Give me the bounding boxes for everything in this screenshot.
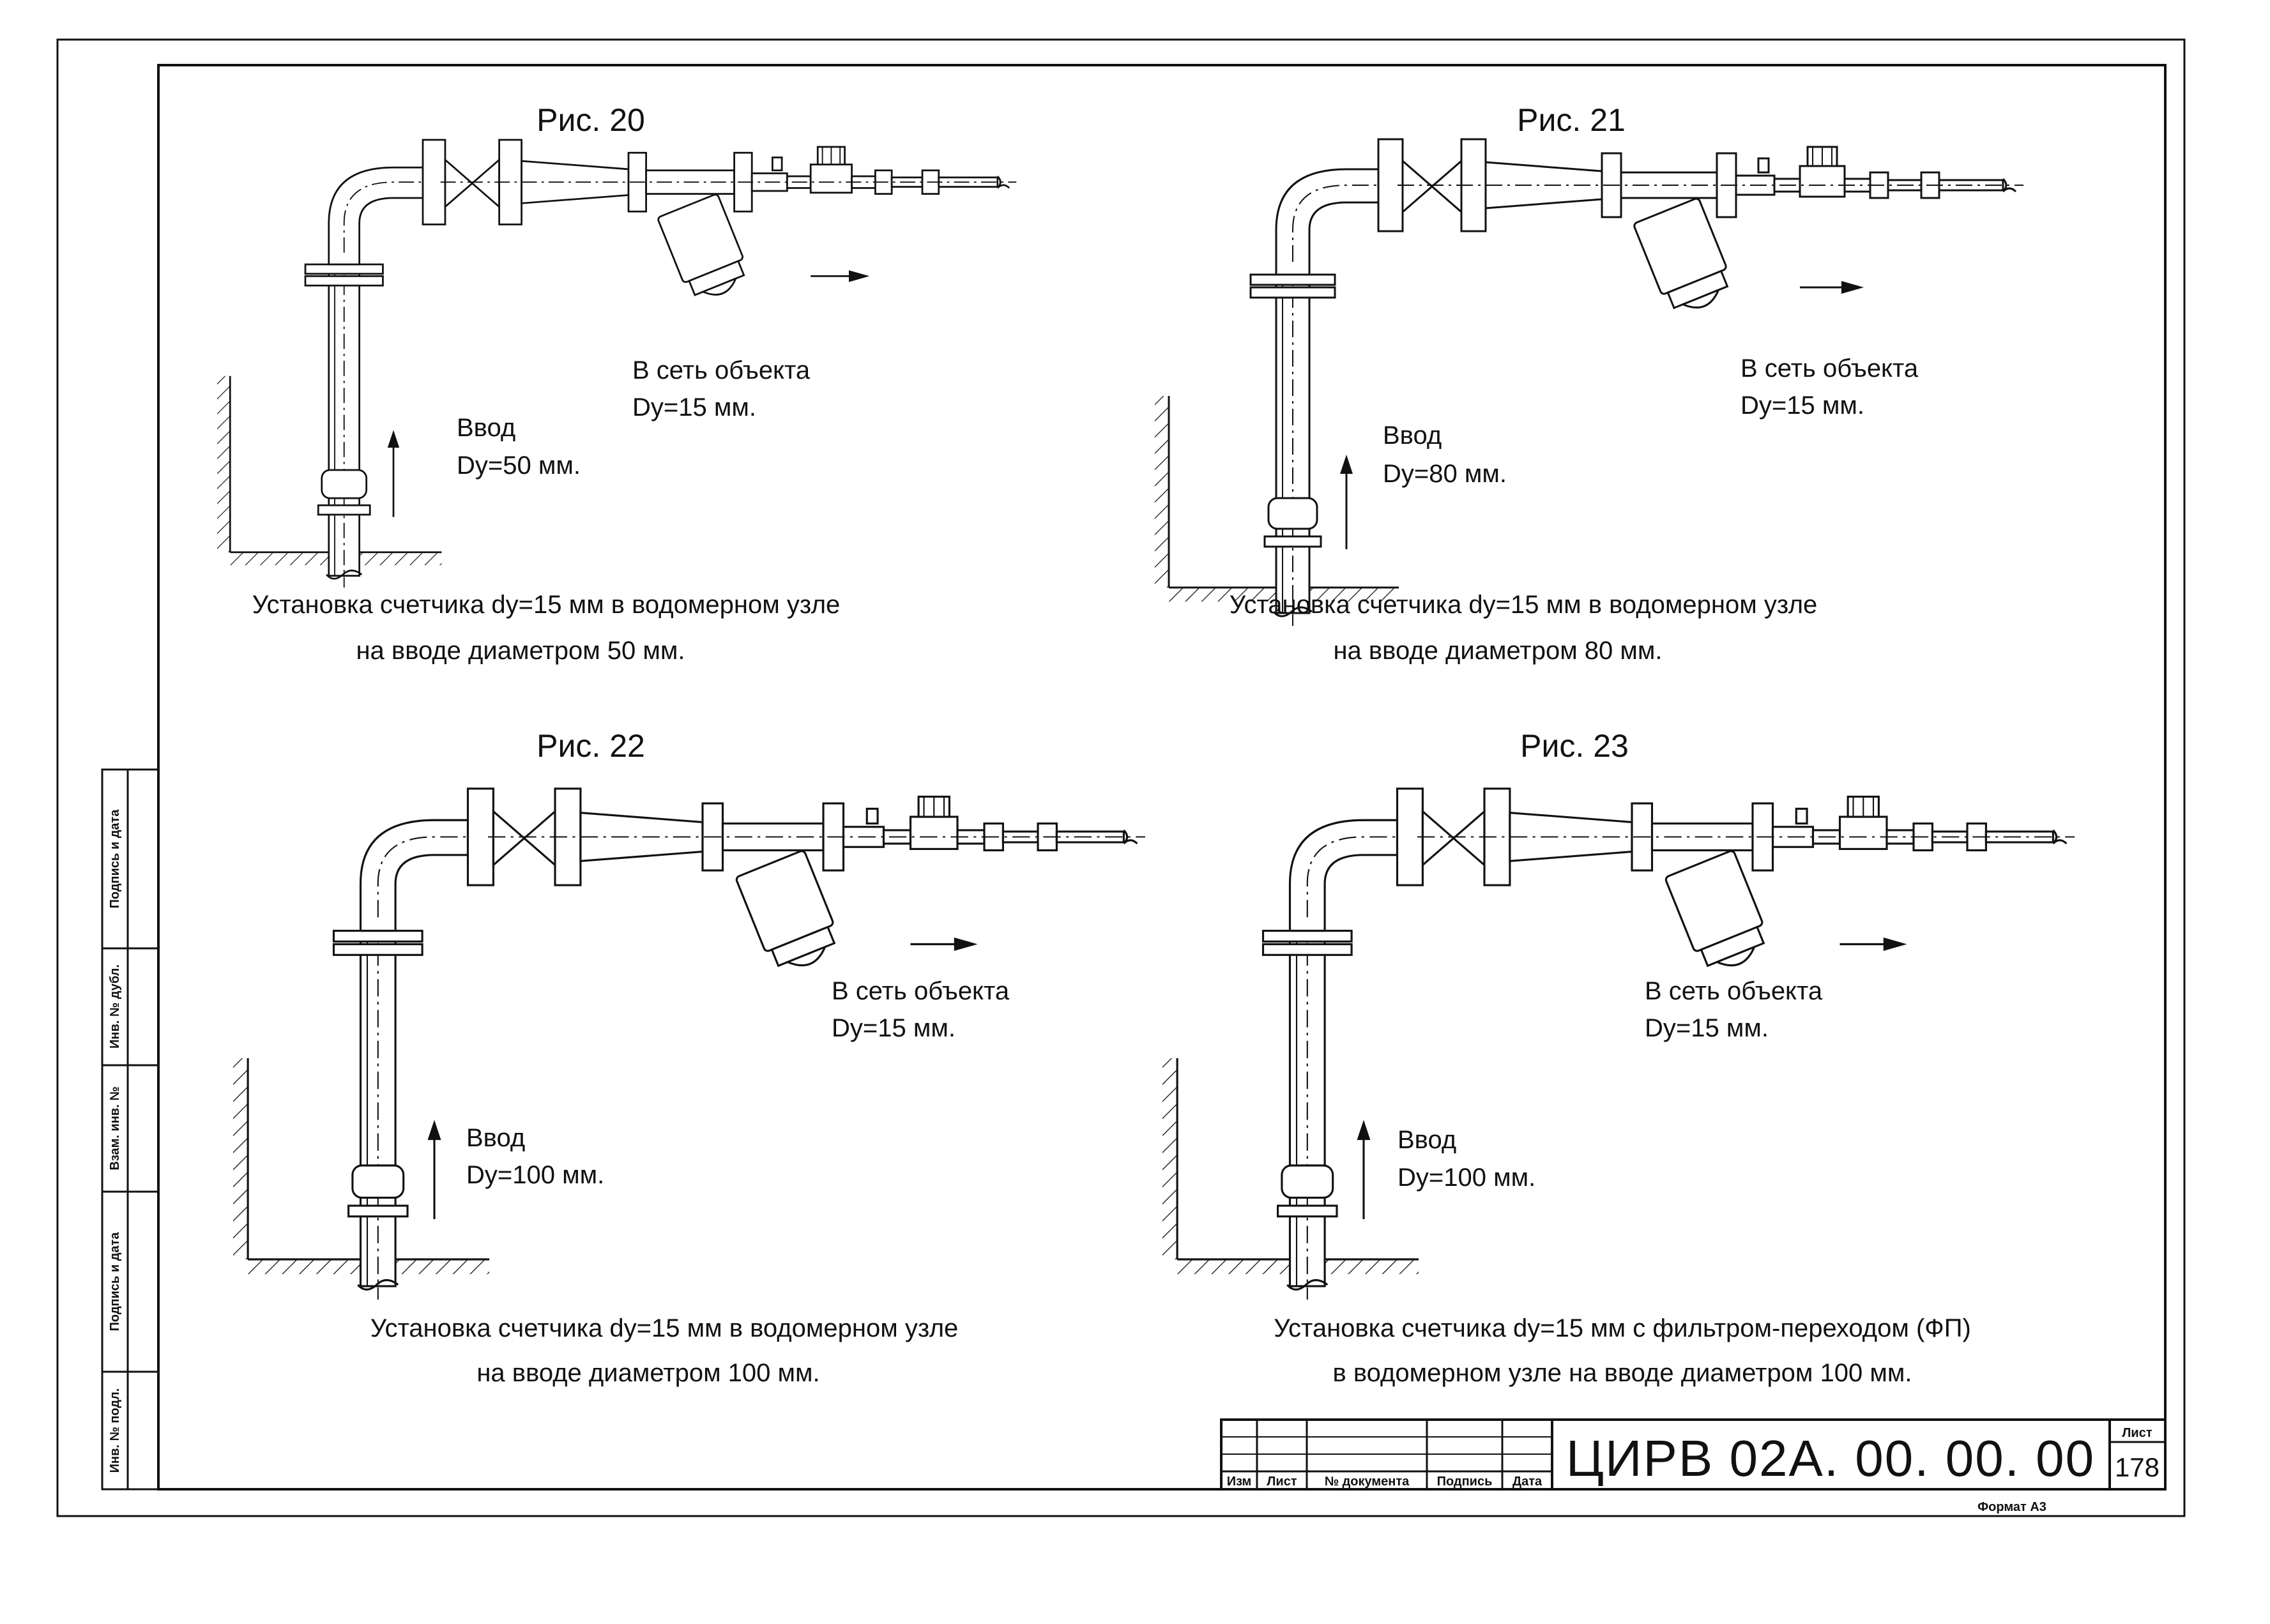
col-change: Изм bbox=[1227, 1475, 1252, 1489]
outlet-label: В сеть объекта bbox=[1741, 354, 1919, 383]
sheet-number: 178 bbox=[2115, 1452, 2160, 1482]
caption-line-2: в водомерном узле на вводе диаметром 100… bbox=[1333, 1359, 1912, 1387]
outlet-diameter: Dy=15 мм. bbox=[632, 393, 756, 421]
figure-23: Рис. 23 Ввод Dy=100 мм. В сеть объекта D… bbox=[1161, 728, 2076, 1387]
outlet-label: В сеть объекта bbox=[632, 356, 811, 384]
inlet-diameter: Dy=80 мм. bbox=[1383, 460, 1507, 488]
caption-line-2: на вводе диаметром 50 мм. bbox=[356, 637, 685, 665]
col-signature: Подпись bbox=[1437, 1475, 1493, 1489]
stamp-dup-inventory: Инв. № дубл. bbox=[108, 964, 122, 1049]
caption-line-1: Установка счетчика dy=15 мм в водомерном… bbox=[252, 591, 841, 619]
caption-line-2: на вводе диаметром 100 мм. bbox=[476, 1359, 819, 1387]
meter-assembly-drawing bbox=[216, 139, 1017, 589]
col-document-no: № документа bbox=[1325, 1475, 1410, 1489]
inner-frame bbox=[157, 64, 2167, 1491]
outlet-diameter: Dy=15 мм. bbox=[1741, 391, 1864, 420]
title-block: Изм Лист № документа Подпись Дата ЦИРВ 0… bbox=[1220, 1418, 2167, 1514]
format-label: Формат А3 bbox=[1977, 1500, 2046, 1514]
outlet-label: В сеть объекта bbox=[832, 977, 1010, 1005]
col-date: Дата bbox=[1512, 1475, 1543, 1489]
stamp-signature-date-1: Подпись и дата bbox=[108, 809, 122, 909]
figure-22: Рис. 22 Ввод Dy=100 мм. В сеть объекта D… bbox=[232, 728, 1146, 1387]
caption-line-1: Установка счетчика dy=15 мм с фильтром-п… bbox=[1274, 1314, 1971, 1342]
outlet-label: В сеть объекта bbox=[1645, 977, 1823, 1005]
document-code: ЦИРВ 02А. 00. 00. 00 bbox=[1566, 1430, 2095, 1487]
stamp-signature-date-2: Подпись и дата bbox=[108, 1232, 122, 1332]
figure-title: Рис. 21 bbox=[1517, 102, 1626, 138]
caption-line-1: Установка счетчика dy=15 мм в водомерном… bbox=[1230, 591, 1818, 619]
figure-title: Рис. 23 bbox=[1520, 728, 1629, 764]
figure-title: Рис. 22 bbox=[537, 728, 645, 764]
inlet-diameter: Dy=100 мм. bbox=[1398, 1164, 1535, 1192]
figure-20: Рис. 20 Ввод Dy=50 мм. В сеть объекта Dy… bbox=[216, 102, 1017, 665]
inlet-diameter: Dy=50 мм. bbox=[457, 452, 581, 480]
meter-assembly-drawing bbox=[232, 787, 1146, 1301]
caption-line-2: на вводе диаметром 80 мм. bbox=[1333, 637, 1662, 665]
outlet-diameter: Dy=15 мм. bbox=[832, 1014, 956, 1042]
inlet-label: Ввод bbox=[1398, 1126, 1456, 1154]
inlet-label: Ввод bbox=[457, 414, 515, 442]
stamp-replace-inventory: Взам. инв. № bbox=[108, 1086, 122, 1170]
side-stamp: Подпись и дата Инв. № дубл. Взам. инв. №… bbox=[101, 768, 160, 1491]
col-sheet: Лист bbox=[1267, 1475, 1297, 1489]
inlet-label: Ввод bbox=[466, 1124, 525, 1152]
meter-assembly-drawing bbox=[1161, 787, 2076, 1301]
meter-assembly-drawing bbox=[1154, 138, 2025, 627]
figure-21: Рис. 21 Ввод Dy=80 мм. В сеть объекта Dy… bbox=[1154, 102, 2025, 665]
outlet-diameter: Dy=15 мм. bbox=[1645, 1014, 1769, 1042]
sheet-label: Лист bbox=[2122, 1426, 2152, 1440]
stamp-original-inventory: Инв. № подл. bbox=[108, 1388, 122, 1473]
inlet-diameter: Dy=100 мм. bbox=[466, 1161, 604, 1189]
inlet-label: Ввод bbox=[1383, 421, 1442, 450]
outer-border bbox=[56, 38, 2186, 1517]
figure-title: Рис. 20 bbox=[537, 102, 645, 138]
caption-line-1: Установка счетчика dy=15 мм в водомерном… bbox=[370, 1314, 959, 1342]
